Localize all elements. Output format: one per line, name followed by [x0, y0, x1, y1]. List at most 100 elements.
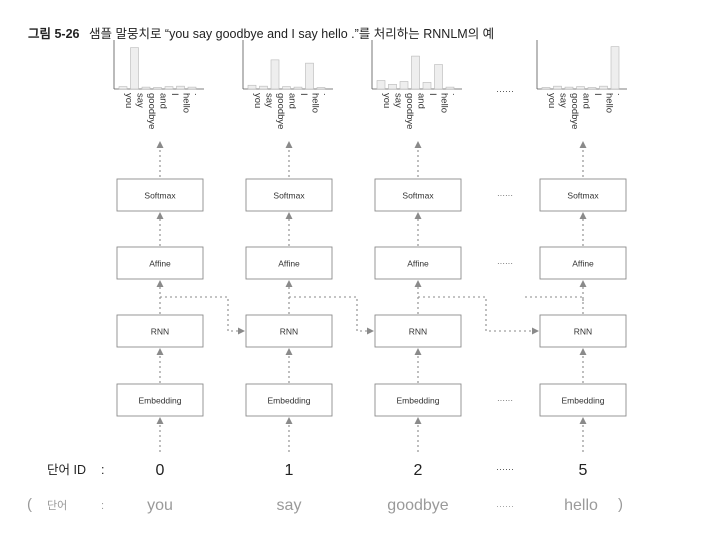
embedding-layer-1: Embedding: [116, 383, 204, 417]
embedding-label: Embedding: [396, 396, 439, 406]
figure-number: 그림 5-26: [28, 27, 80, 41]
prob-bar: [282, 86, 291, 90]
prob-bar: [541, 87, 551, 90]
vocab-label: .: [321, 93, 332, 96]
affine-label: Affine: [278, 259, 300, 269]
softmax-box: [116, 178, 204, 212]
prob-bar: [388, 84, 397, 90]
vocab-label: you: [546, 93, 557, 108]
figure-caption-text: 샘플 말뭉치로 “you say goodbye and I say hello…: [88, 27, 495, 41]
prob-bar: [564, 86, 574, 90]
rnn-label: RNN: [280, 327, 298, 337]
vocab-label: I: [298, 93, 309, 96]
vocab-label: you: [123, 93, 134, 108]
prob-bar: [553, 85, 562, 90]
recurrent-arrow-n-out: [525, 296, 584, 302]
rnn-label: RNN: [409, 327, 427, 337]
vocab-label: I: [427, 93, 438, 96]
vocab-label: goodbye: [404, 93, 415, 129]
word-1: you: [147, 497, 173, 514]
word-2: say: [277, 497, 302, 514]
embedding-layer-3: Embedding: [374, 383, 462, 417]
embedding-layer-2: Embedding: [245, 383, 333, 417]
word-id-label: 단어 ID: [47, 463, 86, 477]
vocab-label: you: [252, 93, 263, 108]
rnn-box: [539, 314, 627, 348]
embedding-box: [116, 383, 204, 417]
word-id-ellipsis: ······: [496, 464, 514, 474]
vocab-label: hello: [181, 93, 192, 113]
affine-box: [374, 246, 462, 280]
affine-box: [116, 246, 204, 280]
prob-bar: [316, 87, 326, 90]
prob-bar: [118, 86, 128, 90]
affine-layer-2: Affine: [245, 246, 333, 280]
vocab-label: hello: [439, 93, 450, 113]
affine-layer-1: Affine: [116, 246, 204, 280]
prob-bar: [399, 81, 409, 90]
word-colon: :: [101, 500, 104, 512]
vocab-label: goodbye: [275, 93, 286, 129]
word-3: goodbye: [387, 497, 448, 514]
word-id-1: 0: [156, 462, 165, 479]
word-id-2: 1: [285, 462, 294, 479]
softmax-label: Softmax: [567, 191, 599, 201]
affine-layer-4: Affine: [539, 246, 627, 280]
prob-bar: [576, 86, 585, 90]
softmax-layer-2: Softmax: [245, 178, 333, 212]
vocab-label: you: [381, 93, 392, 108]
softmax-box: [374, 178, 462, 212]
rnn-label: RNN: [151, 327, 169, 337]
rnn-box: [116, 314, 204, 348]
prob-bar: [247, 84, 257, 90]
affine-box: [539, 246, 627, 280]
vocab-label: goodbye: [146, 93, 157, 129]
prob-bar: [176, 85, 185, 90]
vocab-label: and: [287, 93, 298, 109]
embedding-label: Embedding: [561, 396, 604, 406]
vocab-label: and: [158, 93, 169, 109]
affine-ellipsis: ······: [497, 259, 513, 268]
prob-bar: [376, 80, 386, 90]
vocab-label: say: [135, 93, 146, 108]
vocab-label: .: [192, 93, 203, 96]
softmax-label: Softmax: [273, 191, 305, 201]
rnn-label: RNN: [574, 327, 592, 337]
prob-bar: [130, 47, 139, 90]
rnn-layer-1: RNN: [116, 314, 204, 348]
prob-bar: [187, 86, 197, 90]
rnn-layer-4: RNN: [539, 314, 627, 348]
rnn-box: [245, 314, 333, 348]
prob-bar: [270, 59, 280, 90]
prob-bar: [411, 55, 420, 90]
rnn-box: [374, 314, 462, 348]
prob-bar: [445, 86, 455, 90]
figure-caption: 그림 5-26 샘플 말뭉치로 “you say goodbye and I s…: [28, 23, 494, 42]
softmax-label: Softmax: [144, 191, 176, 201]
vocab-label: say: [264, 93, 275, 108]
softmax-label: Softmax: [402, 191, 434, 201]
affine-box: [245, 246, 333, 280]
prob-bar: [587, 87, 597, 90]
word-id-3: 2: [414, 462, 423, 479]
vocab-label: say: [558, 93, 569, 108]
word-ellipsis: ······: [496, 501, 514, 511]
vocab-label: I: [592, 93, 603, 96]
prob-bar: [141, 86, 151, 90]
word-id-colon: :: [101, 463, 104, 477]
softmax-layer-1: Softmax: [116, 178, 204, 212]
embedding-box: [539, 383, 627, 417]
embedding-box: [374, 383, 462, 417]
embedding-box: [245, 383, 333, 417]
softmax-ellipsis: ······: [497, 191, 513, 200]
softmax-layer-3: Softmax: [374, 178, 462, 212]
vocab-label: say: [393, 93, 404, 108]
vocab-label: hello: [310, 93, 321, 113]
vocab-label: goodbye: [569, 93, 580, 129]
rnn-layer-2: RNN: [245, 314, 333, 348]
